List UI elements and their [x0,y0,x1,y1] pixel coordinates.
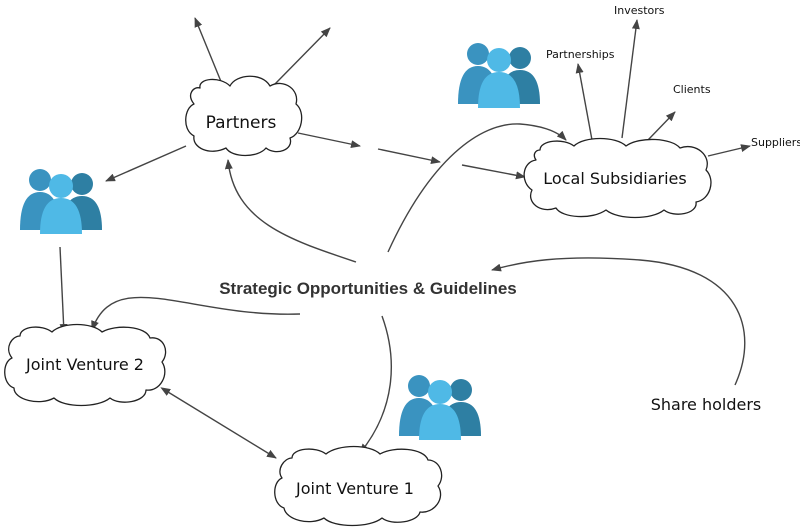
curve-center-to-partners [224,159,357,263]
joint-venture-2-label: Joint Venture 2 [25,355,144,374]
arrow-to-investors [621,19,640,139]
joint-venture-1-label: Joint Venture 1 [295,479,414,498]
arrow-partners-up-left [194,17,223,85]
arrow-partners-up-right [274,27,331,85]
share-holders-label: Share holders [651,395,762,414]
arrow-to-local-subsidiaries [461,164,526,180]
curve-shareholders-to-center [491,257,746,386]
partnerships-label: Partnerships [546,48,615,61]
curve-center-to-jv1 [359,315,392,454]
node-joint-venture-2[interactable]: Joint Venture 2 [4,323,167,407]
arrow-people-to-jv2 [59,246,68,334]
people-group-icon [458,43,540,108]
curve-center-to-local-subsidiaries [387,123,567,253]
clients-label: Clients [673,83,711,96]
people-group-icon [399,375,481,440]
curve-center-to-jv2 [91,296,301,331]
arrow-to-partnerships [575,63,593,141]
node-joint-venture-1[interactable]: Joint Venture 1 [274,445,443,527]
arrow-to-suppliers [707,144,751,157]
arrow-partners-right-2 [377,148,441,165]
local-subsidiaries-label: Local Subsidiaries [543,169,686,188]
arrow-to-clients [647,111,676,141]
node-local-subsidiaries[interactable]: Local Subsidiaries [523,137,712,219]
partners-label: Partners [206,113,277,133]
people-group-icon [20,169,102,234]
arrow-partners-right-1 [297,132,361,149]
investors-label: Investors [614,4,665,17]
arrow-partners-to-people [105,145,187,182]
suppliers-label: Suppliers [751,136,800,149]
node-partners[interactable]: Partners [185,75,303,157]
center-label: Strategic Opportunities & Guidelines [219,279,517,298]
arrow-jv2-jv1-bidirectional [160,387,277,459]
